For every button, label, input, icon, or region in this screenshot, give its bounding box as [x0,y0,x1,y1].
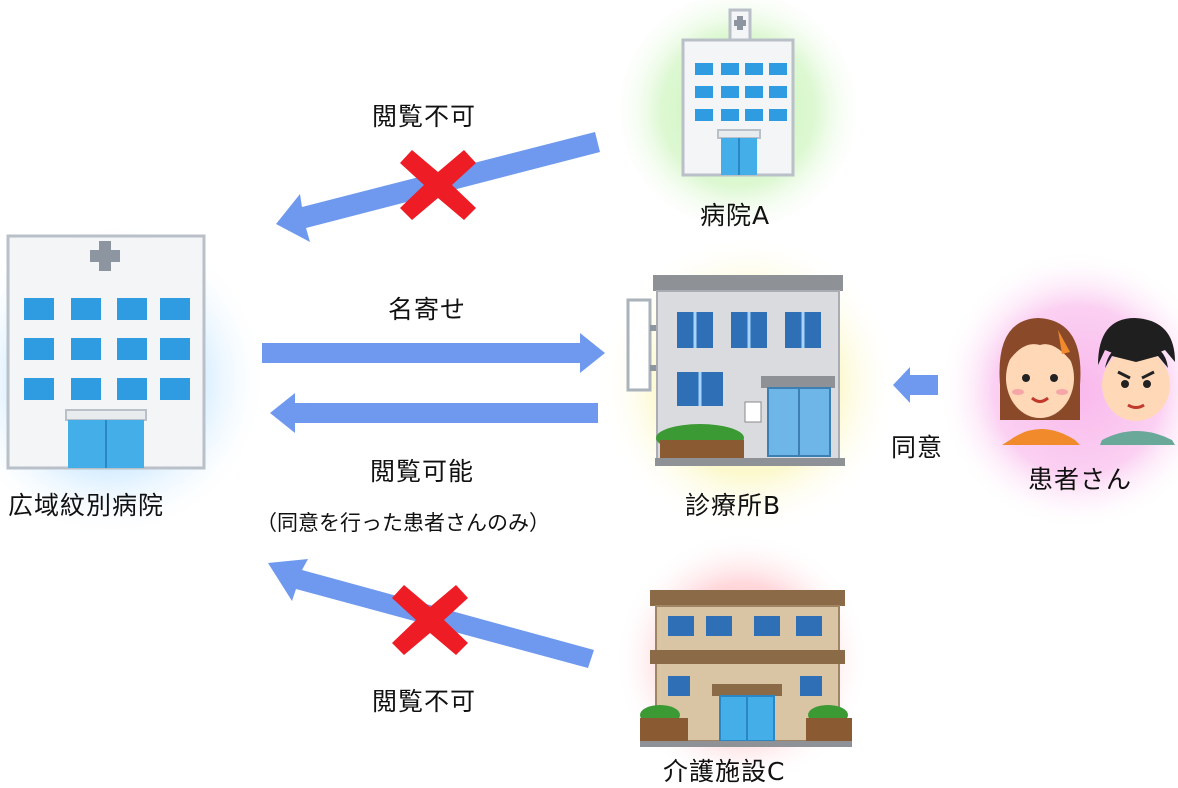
node-label-hospital-a: 病院A [700,201,771,230]
arrow-central-to-b [262,333,605,373]
edge-label-a-to-central: 閲覧不可 [372,102,477,131]
blocked-x-icon [400,150,476,220]
node-label-care-facility-c: 介護施設C [663,757,786,786]
care-facility-c-icon [640,590,852,747]
node-label-clinic-b: 診療所B [685,491,782,520]
clinic-b-icon [626,275,845,466]
edge-label-patients-to-b: 同意 [891,433,944,462]
central-hospital-icon [6,234,206,470]
blocked-x-icon [392,585,468,655]
node-label-central-hospital: 広域紋別病院 [8,491,165,520]
node-label-patients: 患者さん [1028,465,1133,494]
patients-illustration-icon [999,318,1175,445]
edge-note-b-to-central: （同意を行った患者さんのみ） [256,511,550,535]
edge-label-b-to-central: 閲覧可能 [370,457,475,486]
arrow-b-to-central [270,393,598,433]
hospital-a-icon [681,8,795,177]
arrow-patients-to-b [893,367,938,403]
edge-label-c-to-central: 閲覧不可 [372,687,477,716]
edge-label-central-to-b: 名寄せ [388,295,467,324]
